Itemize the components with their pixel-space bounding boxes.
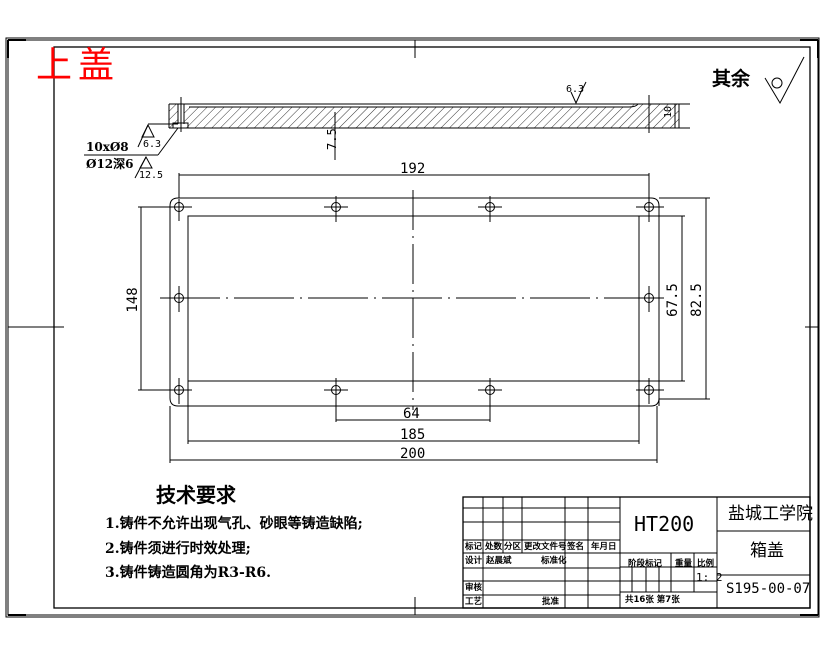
dim-67-5: 67.5 — [665, 283, 681, 317]
plan-dim-text: 192 148 67.5 82.5 64 185 200 — [125, 161, 705, 462]
tb-weight-label: 重量 — [675, 559, 693, 569]
tb-header-count: 处数 — [485, 542, 503, 552]
tech-requirement-3: 3.铸件铸造圆角为R3-R6. — [105, 565, 272, 581]
tb-standardization-label: 标准化 — [541, 556, 567, 566]
tech-requirements-heading: 技术要求 — [156, 483, 236, 507]
tb-approve-label: 批准 — [542, 597, 560, 607]
tb-process-label: 工艺 — [465, 597, 483, 607]
hole-roughness-1: 6.3 — [143, 139, 161, 150]
tb-design-label: 设计 — [465, 556, 483, 566]
tb-sheets: 共16张 第7张 — [625, 595, 680, 605]
tb-header-zone: 分区 — [504, 542, 522, 552]
title-block-grid — [462, 496, 811, 609]
tb-designer: 赵晨斌 — [486, 556, 512, 566]
dim-64: 64 — [403, 406, 420, 422]
tb-part-name: 箱盖 — [750, 541, 784, 561]
dim-185: 185 — [400, 427, 425, 443]
tb-header-signature: 签名 — [567, 542, 585, 552]
tb-stage-mark-label: 阶段标记 — [628, 559, 663, 569]
section-dim-text: 6.3 10 7.5 6.3 12.5 — [139, 84, 674, 181]
section-view — [84, 56, 805, 179]
tb-school: 盐城工学院 — [728, 504, 813, 524]
dim-82-5: 82.5 — [689, 283, 705, 317]
hole-roughness-2: 12.5 — [139, 170, 163, 181]
roughness-top-value: 6.3 — [566, 84, 584, 95]
tb-drawing-number: S195-00-07 — [726, 581, 811, 597]
tb-scale-label: 比例 — [697, 559, 715, 569]
other-roughness-label: 其余 — [712, 68, 751, 90]
tb-header-mark: 标记 — [465, 542, 483, 552]
drawing-title: 上盖 — [36, 45, 121, 86]
plan-view — [138, 173, 710, 463]
hole-note-line2: Ø12深6 — [86, 157, 134, 171]
tb-review-label: 审核 — [465, 583, 483, 593]
thickness-dim: 10 — [663, 106, 674, 118]
tech-requirement-2: 2.铸件须进行时效处理; — [105, 541, 251, 557]
tb-material: HT200 — [634, 512, 695, 536]
sheet-border — [5, 37, 820, 618]
tb-header-change-doc: 更改文件号 — [524, 542, 567, 552]
hole-note-line1: 10xØ8 — [86, 140, 129, 154]
dim-200: 200 — [400, 446, 425, 462]
recess-dim: 7.5 — [325, 128, 339, 150]
tech-requirement-1: 1.铸件不允许出现气孔、砂眼等铸造缺陷; — [105, 516, 363, 532]
tb-header-date: 年月日 — [591, 542, 617, 552]
dim-148: 148 — [125, 287, 141, 312]
tb-scale-value: 1: 2 — [696, 571, 723, 584]
dim-192: 192 — [400, 161, 425, 177]
bolt-holes — [160, 196, 664, 404]
